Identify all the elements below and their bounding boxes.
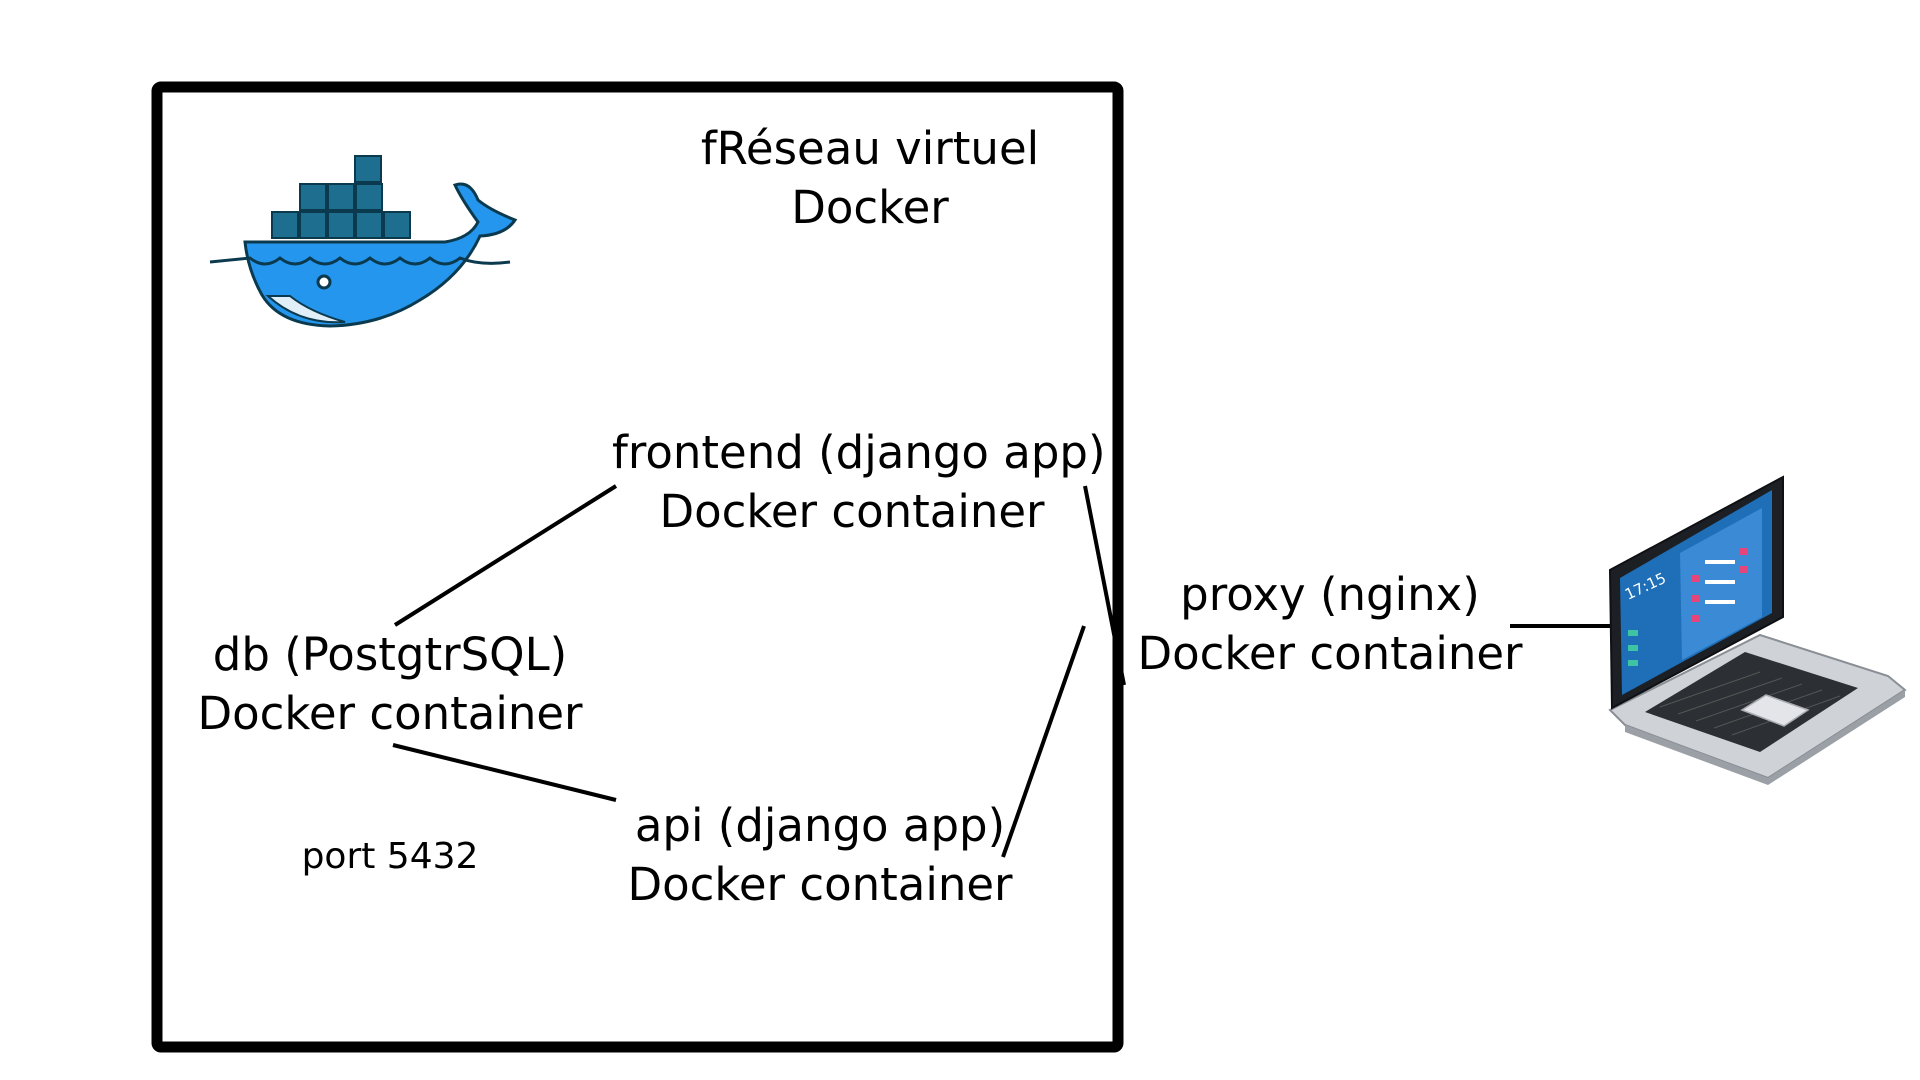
node-api-type: Docker container [627, 857, 1013, 911]
node-api-name: api (django app) [634, 799, 1006, 852]
node-db: db (PostgtrSQL) Docker container [195, 626, 585, 743]
docker-network-boundary [151, 81, 1124, 1053]
node-proxy-type: Docker container [1137, 626, 1523, 680]
node-db-port: port 5432 [301, 836, 479, 877]
laptop-icon: 17:15 [1608, 475, 1907, 785]
node-frontend-type: Docker container [659, 484, 1045, 538]
edge-db-frontend [393, 484, 618, 627]
node-frontend-name: frontend (django app) [612, 426, 1106, 479]
docker-whale-logo [209, 155, 518, 328]
network-title-line1: fRéseau virtuel [700, 122, 1040, 175]
node-db-type: Docker container [197, 686, 583, 740]
connectors [392, 484, 1612, 858]
network-title-line2: Docker [791, 180, 949, 234]
node-frontend: frontend (django app) Docker container [612, 424, 1106, 541]
node-api: api (django app) Docker container [625, 797, 1015, 914]
edge-api-proxy [1001, 625, 1086, 858]
node-proxy: proxy (nginx) Docker container [1135, 566, 1525, 683]
edge-frontend-proxy [1083, 485, 1126, 686]
edge-db-api [392, 743, 617, 802]
network-title: fRéseau virtuel Docker [700, 120, 1040, 237]
node-proxy-name: proxy (nginx) [1180, 568, 1480, 621]
node-db-name: db (PostgtrSQL) [212, 628, 568, 681]
